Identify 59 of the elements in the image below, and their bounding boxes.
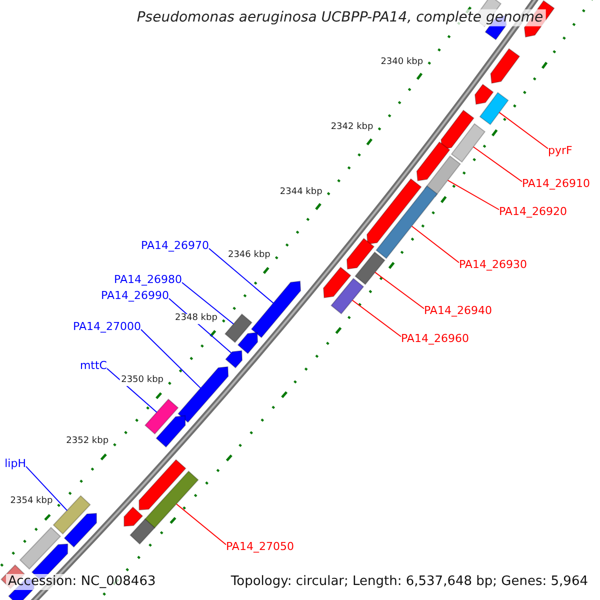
leader-line bbox=[472, 146, 522, 182]
gene-bar bbox=[479, 92, 509, 126]
gene-bar bbox=[144, 470, 199, 529]
gene-block bbox=[474, 84, 494, 105]
scale-label: 2346 kbp bbox=[226, 251, 272, 262]
gene-bar bbox=[130, 518, 156, 545]
leader-line bbox=[182, 282, 234, 325]
gene-block bbox=[490, 48, 520, 84]
gene-bar bbox=[224, 313, 252, 344]
accession-text: Accession: NC_008463 bbox=[6, 574, 158, 590]
gene-bar bbox=[19, 526, 62, 570]
gene-label: PA14_26940 bbox=[424, 305, 492, 318]
gene-label: PA14_26920 bbox=[499, 206, 567, 218]
gene-block bbox=[237, 332, 258, 354]
gene-block bbox=[366, 178, 422, 245]
scale-label: 2340 kbp bbox=[380, 58, 424, 68]
gene-bar bbox=[450, 123, 486, 163]
gene-label: PA14_26930 bbox=[459, 259, 527, 272]
gene-label: lipH bbox=[4, 458, 26, 470]
gene-block bbox=[138, 459, 186, 510]
scale-label: 2342 kbp bbox=[330, 123, 374, 134]
gene-label: pyrF bbox=[548, 145, 572, 158]
gene-bar bbox=[330, 278, 364, 314]
gene-label: PA14_26910 bbox=[522, 178, 590, 190]
gene-block bbox=[322, 266, 352, 298]
gene-block bbox=[250, 280, 302, 338]
scale-label: 2350 kbp bbox=[120, 376, 164, 386]
gene-block bbox=[178, 366, 229, 423]
gene-label: PA14_26960 bbox=[401, 333, 469, 346]
gene-label: PA14_27000 bbox=[73, 321, 141, 334]
leader-line bbox=[498, 112, 548, 150]
leader-line bbox=[208, 248, 274, 304]
gene-block bbox=[440, 110, 474, 150]
gene-block bbox=[64, 512, 97, 548]
gene-label: PA14_27050 bbox=[226, 541, 294, 554]
leader-line bbox=[176, 504, 226, 546]
leader-line bbox=[106, 368, 158, 413]
gene-block bbox=[225, 350, 243, 368]
gene-block bbox=[346, 238, 375, 270]
leader-line bbox=[352, 300, 402, 338]
scale-label: 2352 kbp bbox=[65, 437, 110, 448]
gene-label: PA14_26970 bbox=[141, 240, 209, 252]
scale-label: 2354 kbp bbox=[9, 497, 54, 508]
genome-info-text: Topology: circular; Length: 6,537,648 bp; Genes: 5,964 bbox=[228, 574, 590, 590]
leader-line bbox=[140, 328, 202, 389]
gene-label: PA14_26980 bbox=[114, 274, 182, 286]
leader-line bbox=[26, 466, 68, 511]
leader-line bbox=[447, 180, 500, 210]
gene-label: PA14_26990 bbox=[101, 290, 169, 302]
gene-block bbox=[156, 415, 186, 448]
gene-bar bbox=[52, 495, 91, 535]
gene-bar bbox=[376, 185, 438, 260]
gene-label: mttC bbox=[80, 360, 107, 372]
scale-label: 2348 kbp bbox=[174, 314, 218, 324]
gene-bar bbox=[144, 398, 179, 435]
scale-label: 2344 kbp bbox=[278, 188, 324, 198]
gene-bar bbox=[354, 251, 386, 286]
leader-line bbox=[374, 272, 424, 310]
gene-block bbox=[416, 141, 450, 182]
